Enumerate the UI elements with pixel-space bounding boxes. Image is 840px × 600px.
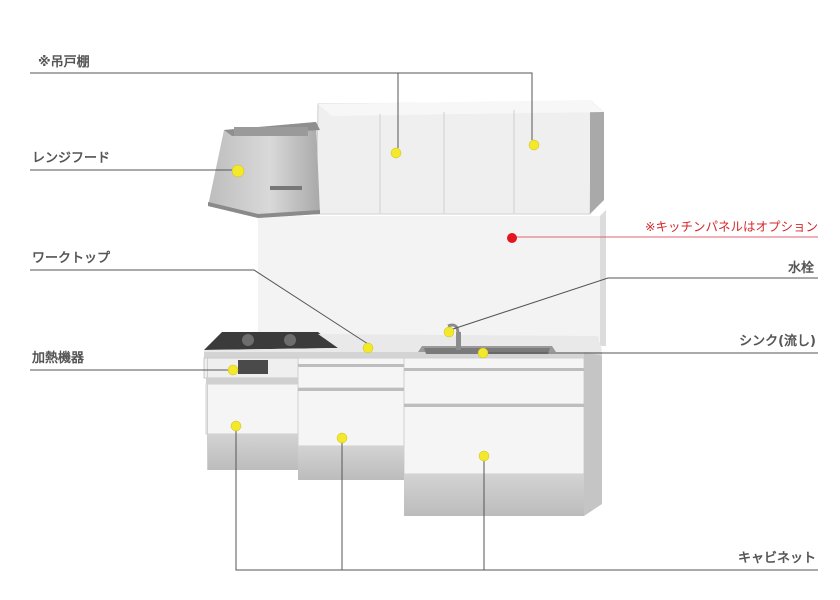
label-worktop: ワークトップ: [32, 251, 111, 266]
marker-faucet: [443, 326, 455, 338]
marker-sink: [477, 347, 489, 359]
leader-lines: [30, 72, 818, 571]
marker-heater: [227, 364, 239, 376]
kitchen-panel-side: [600, 210, 606, 346]
label-cabinet: キャビネット: [737, 551, 816, 566]
marker-range-hood: [231, 164, 245, 178]
marker-cabinet-3: [478, 450, 490, 462]
base-cabinet: [205, 352, 602, 516]
marker-wall-cabinet-1: [390, 147, 402, 159]
label-heater: 加熱機器: [32, 351, 85, 366]
cooking-appliance: [203, 357, 299, 384]
marker-kitchen-panel: [507, 233, 517, 243]
leader-cabinet: [235, 426, 818, 571]
marker-cabinet-2: [336, 432, 348, 444]
faucet: [447, 323, 461, 350]
marker-wall-cabinet-2: [528, 139, 540, 151]
marker-cabinet-1: [230, 420, 242, 432]
label-range-hood: レンジフード: [32, 151, 111, 166]
label-faucet: 水栓: [787, 261, 814, 276]
leader-wall-cabinet: [30, 72, 533, 140]
range-hood: [208, 122, 320, 218]
kitchen-panel: [258, 216, 600, 340]
leader-faucet: [449, 277, 818, 331]
leader-worktop: [30, 269, 369, 345]
marker-worktop: [362, 342, 374, 354]
label-kitchen-panel: ※キッチンパネルはオプション: [645, 219, 818, 234]
label-wall-cabinet: ※吊戸棚: [38, 55, 90, 70]
gas-stove: [204, 332, 338, 350]
label-sink: シンク(流し): [739, 334, 816, 349]
markers: [227, 139, 540, 462]
wall-cabinet: [315, 100, 604, 215]
